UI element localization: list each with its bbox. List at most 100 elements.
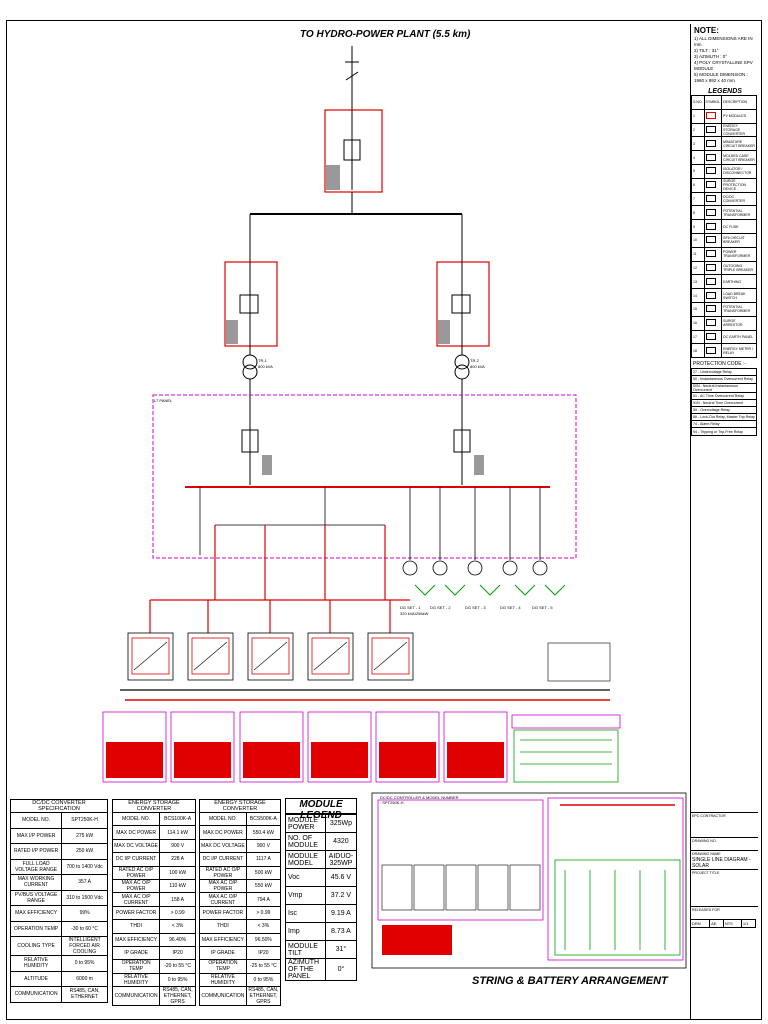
spec-value: 96.50% [245,932,282,947]
legend-no: 2 [691,122,705,138]
module-legend-value: 0° [324,958,358,981]
protection-row: 94 - Tripping or Trip-Free Relay [691,427,757,436]
legend-no: 13 [691,274,705,290]
legend-desc: POWER TRANSFORMER [721,246,757,262]
spec-value: 500 kW [245,865,282,880]
spec-value: BCS100K-A [159,811,196,827]
spec-label: MAX DC VOLTAGE [199,838,247,854]
protection-item: 94 - Tripping or Trip-Free Relay [691,427,757,436]
legend-no: 7 [691,191,705,207]
legend-desc: ENERGY METER / RELAY [721,343,757,359]
lt-panel-label: LT PANEL [154,398,173,403]
legend-desc: POTENTIAL TRANSFORMER [721,301,757,317]
protection-item: 50N - Neutral Instantaneous Overcurrent [691,382,757,393]
spec-value: -20 to 55 °C [159,959,196,974]
legend-symbol-icon [703,301,723,317]
legend-symbol-icon [703,343,723,359]
spec-value: 0 to 95% [61,955,108,972]
legend-desc: LOAD BREAK SWITCH [721,288,757,303]
spec-label: MAX DC POWER [199,825,247,840]
spec-label: THDI [111,919,161,934]
legends-col-symbol: SYMBOL [703,95,723,110]
spec-label: MAX AC O/P CURRENT [199,892,247,907]
legend-symbol-icon [705,291,716,299]
protection-item: 51N - Neutral Time Overcurrent [691,398,757,407]
spec-row: THDI< 3% [199,919,282,934]
spec-value: > 0.99 [159,905,196,921]
spec-label: PV/BUS VOLTAGE RANGE [9,889,63,906]
module-legend-value: 45.6 V [324,868,358,887]
legend-symbol-icon [703,177,723,193]
module-legend-label: MODULE MODEL [285,850,326,869]
legend-desc: POTENTIAL TRANSFORMER [721,205,757,221]
module-legend-label: MODULE TILT [285,940,326,959]
tb-cell: 1/1 [740,919,757,928]
note-item: 3) AZIMUTH : 0° [694,54,728,59]
protection-item: 74 - Alarm Relay [691,420,757,429]
spec-label: MODEL NO. [9,812,63,829]
protection-row: 50N - Neutral Instantaneous Overcurrent [691,382,757,393]
legend-symbol-icon [703,191,723,207]
protection-row: 27 - Undervoltage Relay [691,368,757,377]
spec-value: < 3% [159,919,196,934]
spec-value: 99% [61,905,108,922]
module-legend-label: NO. OF MODULE [285,832,326,851]
legend-no: 11 [691,246,705,262]
legend-desc: SURGE ARRESTOR [721,315,757,331]
legend-symbol-icon [705,167,716,175]
legend-row: 11 POWER TRANSFORMER [691,246,757,262]
notes-list: 1) ALL DIMENSIONS ARE IN mm 2) TILT : 31… [694,36,759,84]
spec-label: POWER FACTOR [111,905,161,921]
spec-label: OPERATION TEMP [199,959,247,974]
legend-no: 8 [691,205,705,221]
legend-symbol-icon [705,277,716,285]
dcdc-spec-table: DC/DC CONVERTER SPECIFICATION MODEL NO.S… [9,799,108,1003]
esc2-heading: ENERGY STORAGE CONVERTER [199,799,281,813]
module-legend-label: AZIMUTH OF THE PANEL [285,958,326,981]
spec-value: 96.40% [159,932,196,947]
legend-symbol-icon [705,194,716,202]
tr1-label: TR-1 [258,358,267,363]
protection-row: 74 - Alarm Relay [691,420,757,429]
note-item: 4) POLY CRYSTALLINE SPV MODULE [694,60,753,71]
protection-row: 51N - Neutral Time Overcurrent [691,398,757,407]
spec-label: MODEL NO. [111,811,161,827]
dg-set-label: DG SET - 3 [465,605,486,610]
epc-label: EPC CONTRACTOR [690,812,758,819]
protection-row: 86 - Lock-Out Relay, Master Trip Relay [691,413,757,422]
module-legend-label: Imp [285,922,326,941]
spec-label: DC I/P CURRENT [111,852,161,867]
legend-symbol-icon [705,181,716,189]
module-legend-value: 4320 [324,832,358,851]
legend-desc: DC FUSE [721,219,757,234]
released-for-label: RELEASED FOR [690,906,758,913]
legends-col-desc: DESCRIPTION [721,95,757,110]
legend-no: 12 [691,260,705,276]
legend-symbol-icon [705,208,716,216]
spec-value: 158 A [159,892,196,907]
spec-value: -25 to 55 °C [245,959,282,974]
dg-rating: 320 kVA/256kW [400,611,429,616]
spec-value: INTELLIGENT FORCED AIR COOLING [61,936,108,956]
